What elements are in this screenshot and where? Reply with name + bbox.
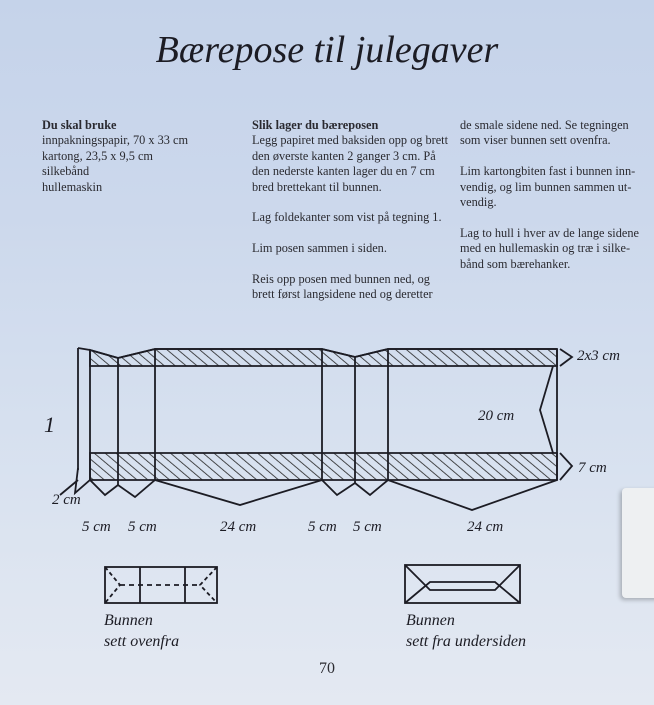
- diagram-number: 1: [44, 412, 55, 437]
- label-width: 24 cm: [467, 519, 503, 535]
- page-title: Bærepose til julegaver: [155, 29, 499, 71]
- materials-column: Du skal bruke innpakningspapir, 70 x 33 …: [42, 118, 232, 195]
- bottom-under-view-sketch: [404, 564, 521, 604]
- instructions-heading: Slik lager du bæreposen: [252, 118, 379, 132]
- label-width: 5 cm: [128, 519, 157, 535]
- caption-line: sett fra undersiden: [406, 633, 526, 650]
- instruction-paragraph: Lim posen sammen i siden.: [252, 241, 387, 256]
- instruction-paragraph: Lag to hull i hver av de lange sidene me…: [460, 225, 639, 271]
- page-number: 70: [319, 660, 335, 677]
- instruction-paragraph: Legg papiret med baksiden opp og brett d…: [252, 133, 449, 194]
- label-height: 20 cm: [478, 408, 514, 424]
- material-item: kartong, 23,5 x 9,5 cm: [42, 148, 153, 163]
- label-width: 5 cm: [82, 519, 111, 535]
- caption-line: sett ovenfra: [104, 633, 180, 650]
- gift-box-photo-edge: [622, 488, 654, 598]
- caption-line: Bunnen: [406, 612, 455, 629]
- label-bottom-fold: 7 cm: [578, 460, 607, 476]
- instruction-paragraph: de smale sidene ned. Se tegningen som vi…: [460, 118, 629, 148]
- caption-top-view: Bunnen sett ovenfra: [104, 610, 179, 652]
- material-item: hullemaskin: [42, 179, 103, 194]
- material-item: innpakningspapir, 70 x 33 cm: [42, 133, 189, 148]
- label-width: 5 cm: [353, 519, 382, 535]
- material-item: silkebånd: [42, 164, 90, 179]
- instruction-paragraph: Lag foldekanter som vist på tegning 1.: [252, 210, 442, 225]
- caption-line: Bunnen: [104, 612, 153, 629]
- instruction-paragraph: Lim kartongbiten fast i bunnen inn-vendi…: [460, 164, 636, 210]
- bottom-top-view-sketch: [104, 566, 218, 604]
- instructions-column-2: de smale sidene ned. Se tegningen som vi…: [460, 118, 650, 287]
- materials-heading: Du skal bruke: [42, 118, 117, 132]
- instruction-paragraph: Reis opp posen med bunnen ned, og brett …: [252, 272, 433, 302]
- top-edge: [77, 347, 557, 359]
- bottom-edge: [73, 467, 558, 511]
- label-width: 5 cm: [308, 519, 337, 535]
- caption-under-view: Bunnen sett fra undersiden: [406, 610, 526, 652]
- label-top-fold: 2x3 cm: [577, 348, 620, 364]
- label-width: 24 cm: [220, 519, 256, 535]
- label-overlap: 2 cm: [52, 492, 81, 508]
- top-fold-band: [89, 348, 558, 367]
- instructions-column-1: Slik lager du bæreposen Legg papiret med…: [252, 118, 452, 318]
- bottom-fold-band: [89, 452, 558, 481]
